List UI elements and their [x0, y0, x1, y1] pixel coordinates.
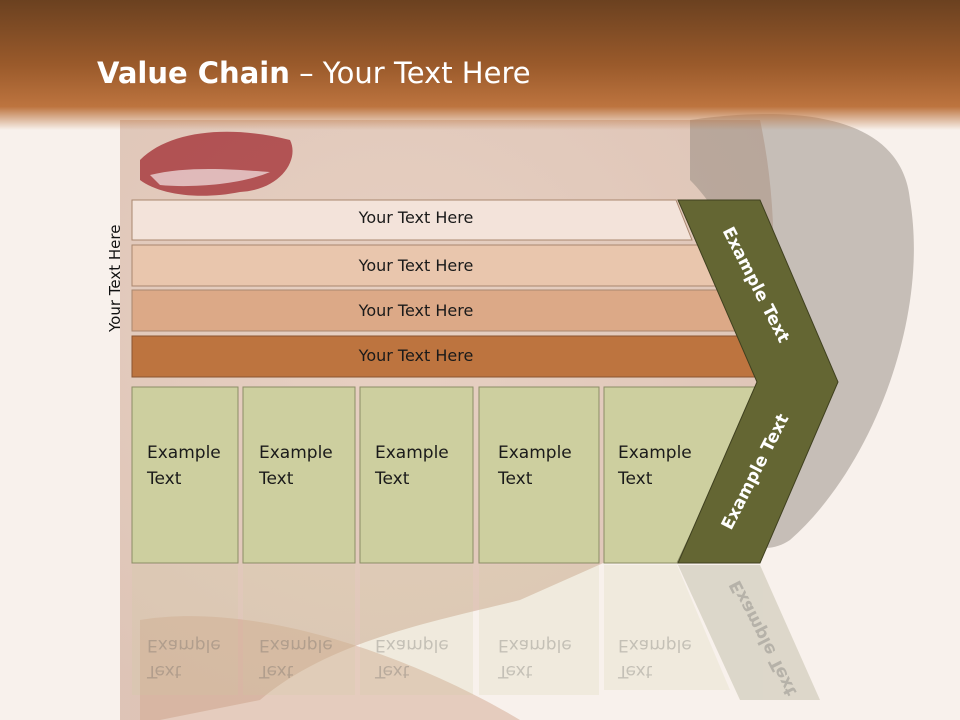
- bar-1[interactable]: [131, 199, 693, 241]
- box-3-reflection-line-1: Example: [375, 635, 449, 655]
- box-3-reflection: Text Example: [375, 632, 449, 684]
- reflection: [132, 565, 820, 700]
- box-5-line-2: Text: [618, 469, 653, 489]
- bar-1-label: Your Text Here: [358, 208, 474, 227]
- box-5-reflection-line-1: Example: [618, 635, 692, 655]
- box-2-line-2: Text: [259, 469, 294, 489]
- box-5-reflection-line-2: Text: [618, 661, 653, 681]
- side-label: Your Text Here: [106, 224, 124, 332]
- chevron-arrow[interactable]: [677, 199, 839, 564]
- box-5-line-1: Example: [618, 443, 692, 463]
- box-4-reflection: Text Example: [498, 632, 572, 684]
- box-1-reflection-line-1: Example: [147, 635, 221, 655]
- box-3[interactable]: [359, 386, 474, 564]
- box-4[interactable]: [478, 386, 600, 564]
- box-2-reflection-line-2: Text: [259, 661, 294, 681]
- box-1[interactable]: [131, 386, 239, 564]
- bar-4-label: Your Text Here: [358, 346, 474, 365]
- box-1-reflection-line-2: Text: [147, 661, 182, 681]
- box-1-reflection: Text Example: [147, 632, 221, 684]
- box-4-reflection-line-2: Text: [498, 661, 533, 681]
- box-4-line-1: Example: [498, 443, 572, 463]
- bar-3-label: Your Text Here: [358, 301, 474, 320]
- box-1-line-1: Example: [147, 443, 221, 463]
- box-2-reflection-line-1: Example: [259, 635, 333, 655]
- box-1-line-2: Text: [147, 469, 182, 489]
- bar-2-label: Your Text Here: [358, 256, 474, 275]
- box-5-reflection: Text Example: [618, 632, 692, 684]
- box-2-line-1: Example: [259, 443, 333, 463]
- box-3-line-2: Text: [375, 469, 410, 489]
- title-rest: – Your Text Here: [289, 56, 531, 90]
- title-bold: Value Chain: [97, 56, 290, 90]
- box-2[interactable]: [242, 386, 356, 564]
- title-bar: [0, 0, 960, 130]
- box-4-reflection-line-1: Example: [498, 635, 572, 655]
- slide-title: Value Chain – Your Text Here: [97, 56, 531, 90]
- box-5[interactable]: [603, 386, 761, 564]
- box-4-line-2: Text: [498, 469, 533, 489]
- box-3-reflection-line-2: Text: [375, 661, 410, 681]
- box-3-line-1: Example: [375, 443, 449, 463]
- box-2-reflection: Text Example: [259, 632, 333, 684]
